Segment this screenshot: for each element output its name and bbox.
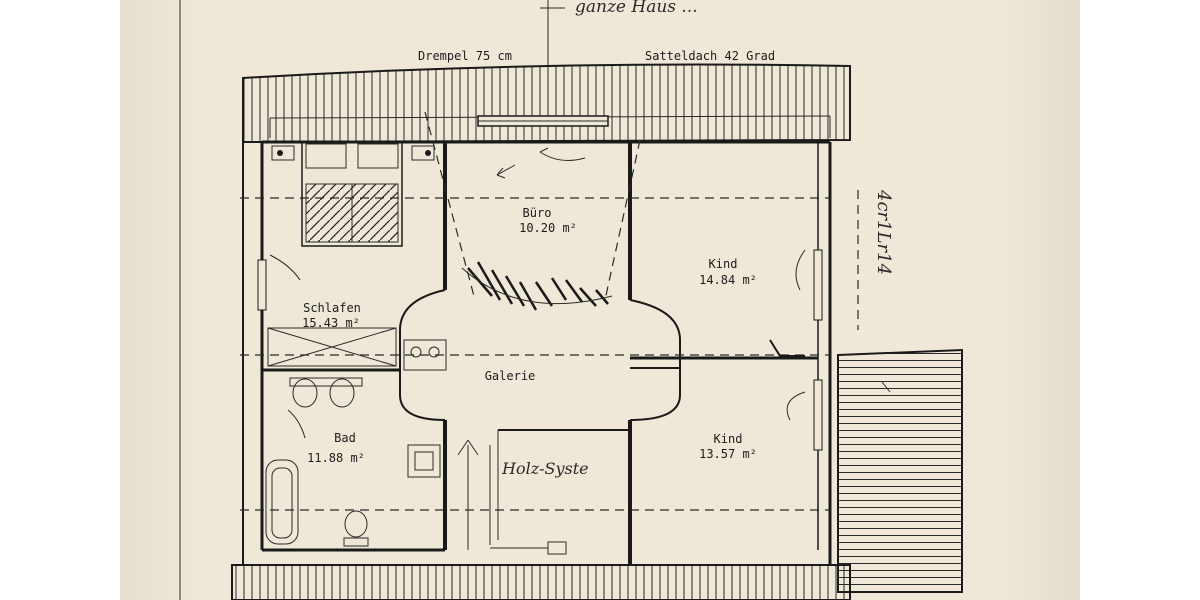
- room-child2-area: 13.57 m²: [699, 447, 757, 461]
- sink-fixture: [403, 339, 447, 371]
- room-gallery-name: Galerie: [485, 369, 536, 383]
- room-bedroom-name: Schlafen: [303, 301, 361, 315]
- handwritten-side-note: 4cr1Lr14: [873, 189, 894, 275]
- bed: [301, 141, 403, 247]
- office-door-arrows: [496, 147, 586, 179]
- roof-label: Satteldach 42 Grad: [645, 49, 775, 63]
- room-bedroom-area: 15.43 m²: [302, 316, 360, 330]
- side-windows: [257, 249, 823, 451]
- balcony: [837, 348, 963, 593]
- room-child1-area: 14.84 m²: [699, 273, 757, 287]
- handwritten-top-note: ganze Haus ...: [575, 0, 698, 17]
- roof-top: [242, 63, 851, 144]
- nightstand-icons: [271, 145, 435, 161]
- handwritten-wood-system: Holz-Syste: [501, 459, 589, 478]
- kneewall-label: Drempel 75 cm: [418, 49, 512, 63]
- office-window: [477, 115, 609, 127]
- room-bath-area: 11.88 m²: [307, 451, 365, 465]
- door-swings: [269, 249, 806, 439]
- bathroom-fixtures: [265, 377, 441, 547]
- wardrobe: [267, 327, 397, 367]
- room-child1-name: Kind: [709, 257, 738, 271]
- room-bath-name: Bad: [334, 431, 356, 445]
- room-child2-name: Kind: [714, 432, 743, 446]
- interior-walls: [262, 142, 818, 565]
- room-office-name: Büro: [523, 206, 552, 220]
- stair-winder: [461, 261, 613, 311]
- roof-bottom: [231, 564, 851, 600]
- stair-run: [457, 439, 567, 555]
- room-office-area: 10.20 m²: [519, 221, 577, 235]
